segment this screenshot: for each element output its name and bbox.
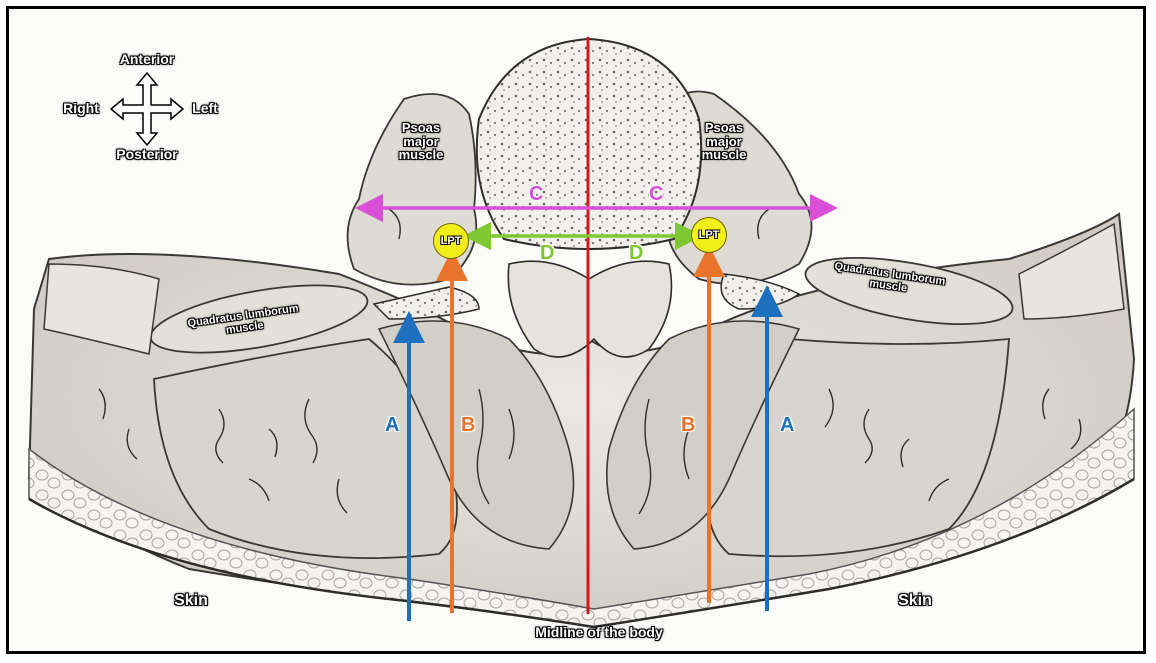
diagram-frame: Anterior Posterior Right Left Psoas majo… bbox=[6, 6, 1146, 654]
marker-c-left: C bbox=[649, 184, 663, 204]
marker-a-right: A bbox=[385, 415, 399, 435]
transverse-process-right bbox=[374, 287, 479, 319]
marker-d-left: D bbox=[629, 243, 643, 263]
marker-d-right: D bbox=[540, 243, 554, 263]
marker-b-right: B bbox=[461, 415, 475, 435]
spinous-process bbox=[508, 261, 671, 357]
compass-arrows bbox=[111, 73, 183, 145]
anatomy-drawing bbox=[9, 9, 1146, 654]
compass-right: Right bbox=[53, 101, 109, 116]
label-psoas-right: Psoas major muscle bbox=[389, 121, 453, 162]
compass-posterior: Posterior bbox=[103, 147, 191, 162]
label-skin-left: Skin bbox=[885, 593, 945, 610]
lpt-marker-left: LPT bbox=[691, 217, 727, 253]
compass-anterior: Anterior bbox=[107, 52, 187, 67]
label-psoas-left: Psoas major muscle bbox=[692, 121, 756, 162]
marker-c-right: C bbox=[529, 184, 543, 204]
marker-b-left: B bbox=[681, 415, 695, 435]
lpt-marker-right: LPT bbox=[433, 223, 469, 259]
marker-a-left: A bbox=[780, 415, 794, 435]
label-skin-right: Skin bbox=[161, 593, 221, 610]
compass-left: Left bbox=[181, 101, 229, 116]
label-midline: Midline of the body bbox=[509, 625, 689, 640]
